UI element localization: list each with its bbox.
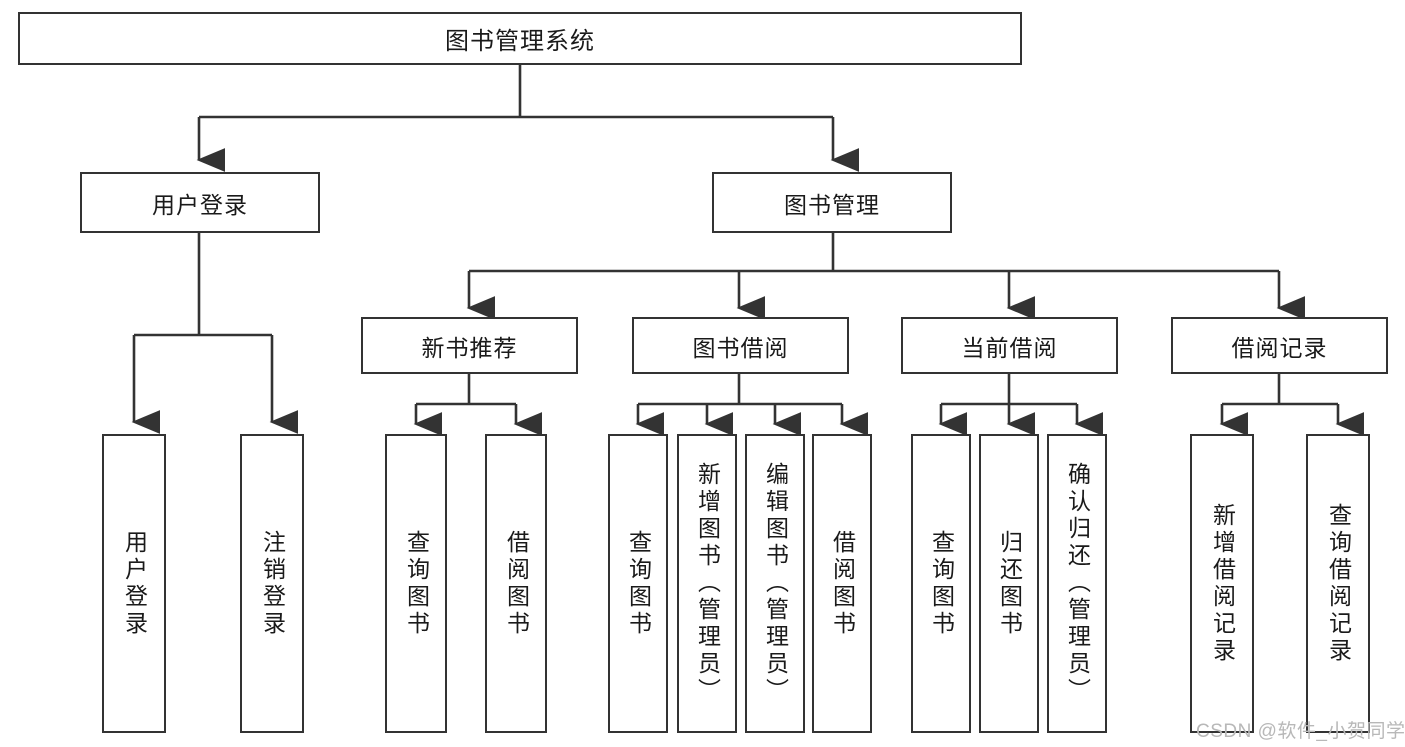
node-label: 新书推荐 xyxy=(421,334,518,361)
node-label: 图书借阅 xyxy=(692,334,789,361)
node-label: 查询图书 xyxy=(403,529,430,638)
node-borrow-record[interactable]: 借阅记录 xyxy=(1171,317,1388,374)
leaf-add-book-admin[interactable]: 新增图书（管理员） xyxy=(677,434,737,733)
leaf-borrow-book-borrow[interactable]: 借阅图书 xyxy=(812,434,872,733)
node-user-login[interactable]: 用户登录 xyxy=(80,172,320,233)
leaf-query-book-recommend[interactable]: 查询图书 xyxy=(385,434,447,733)
node-new-book-recommend[interactable]: 新书推荐 xyxy=(361,317,578,374)
node-book-borrow[interactable]: 图书借阅 xyxy=(632,317,849,374)
node-current-borrow[interactable]: 当前借阅 xyxy=(901,317,1118,374)
node-root-system[interactable]: 图书管理系统 xyxy=(18,12,1022,65)
node-label: 注销登录 xyxy=(259,529,286,638)
node-label: 当前借阅 xyxy=(961,334,1058,361)
leaf-edit-book-admin[interactable]: 编辑图书（管理员） xyxy=(745,434,805,733)
csdn-watermark: CSDN @软件_小贺同学 xyxy=(1196,721,1405,742)
node-label: 借阅图书 xyxy=(829,529,856,638)
node-label: 借阅记录 xyxy=(1231,334,1328,361)
leaf-user-logout[interactable]: 注销登录 xyxy=(240,434,304,733)
node-label: 编辑图书（管理员） xyxy=(762,462,789,705)
node-label: 查询图书 xyxy=(928,529,955,638)
node-label: 新增借阅记录 xyxy=(1209,502,1236,665)
node-label: 用户登录 xyxy=(121,529,148,638)
node-label: 用户登录 xyxy=(152,191,248,218)
leaf-query-book-borrow[interactable]: 查询图书 xyxy=(608,434,668,733)
leaf-return-book[interactable]: 归还图书 xyxy=(979,434,1039,733)
leaf-user-login[interactable]: 用户登录 xyxy=(102,434,166,733)
node-label: 图书管理系统 xyxy=(445,28,595,55)
node-label: 图书管理 xyxy=(784,191,880,218)
node-label: 查询图书 xyxy=(625,529,652,638)
leaf-query-book-current[interactable]: 查询图书 xyxy=(911,434,971,733)
leaf-query-borrow-record[interactable]: 查询借阅记录 xyxy=(1306,434,1370,733)
leaf-confirm-return-admin[interactable]: 确认归还（管理员） xyxy=(1047,434,1107,733)
node-label: 归还图书 xyxy=(996,529,1023,638)
node-label: 借阅图书 xyxy=(503,529,530,638)
leaf-add-borrow-record[interactable]: 新增借阅记录 xyxy=(1190,434,1254,733)
node-book-management[interactable]: 图书管理 xyxy=(712,172,952,233)
node-label: 查询借阅记录 xyxy=(1325,502,1352,665)
node-label: 确认归还（管理员） xyxy=(1064,462,1091,705)
node-label: 新增图书（管理员） xyxy=(694,462,721,705)
leaf-borrow-book-recommend[interactable]: 借阅图书 xyxy=(485,434,547,733)
